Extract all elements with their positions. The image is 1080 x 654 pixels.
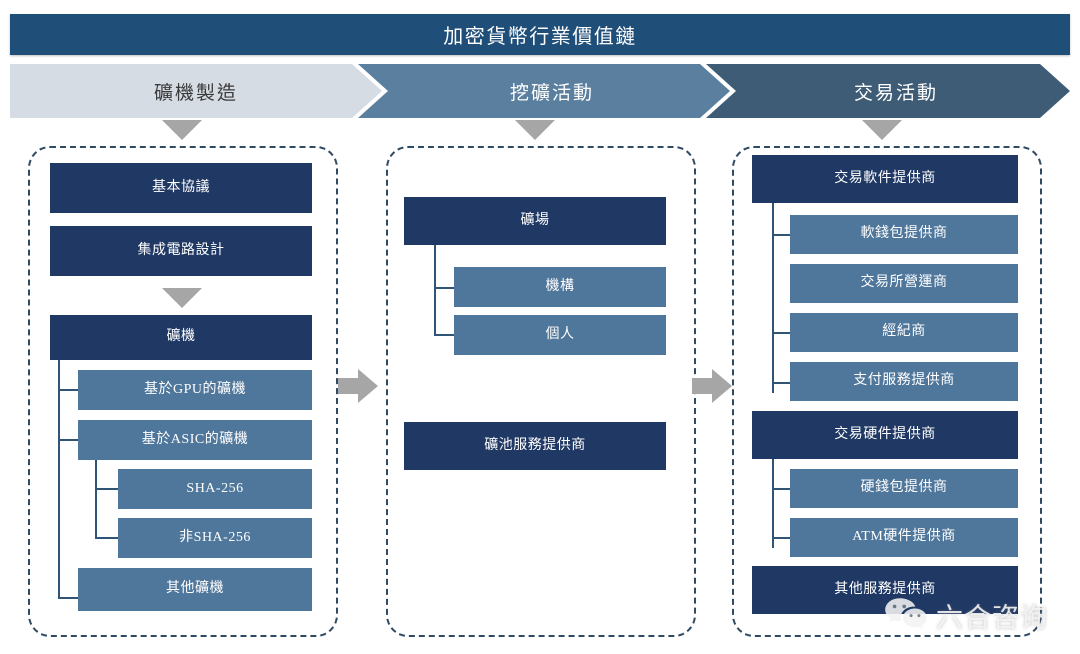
tree-branch-sha256 <box>95 488 118 490</box>
node-hard-wallet-provider[interactable]: 硬錢包提供商 <box>790 469 1018 508</box>
node-label: 交易硬件提供商 <box>834 426 936 442</box>
down-arrow-icon-trading <box>862 120 902 140</box>
flow-arrow-icon-1 <box>338 369 378 403</box>
node-other-miner[interactable]: 其他礦機 <box>78 568 312 611</box>
down-arrow-icon-manufacturing <box>162 120 202 140</box>
node-asic-miner[interactable]: 基於ASIC的礦機 <box>78 420 312 460</box>
diagram-title-bar: 加密貨幣行業價值鏈 <box>10 14 1070 55</box>
node-mining-farm[interactable]: 礦場 <box>404 197 666 245</box>
node-institution[interactable]: 機構 <box>454 267 666 307</box>
tree-branch-non-sha256 <box>95 537 118 539</box>
tree-branch-broker <box>772 332 790 334</box>
node-label: 基於GPU的礦機 <box>143 381 246 397</box>
node-label: 支付服務提供商 <box>853 373 955 389</box>
stage-label-trading: 交易活動 <box>853 82 938 104</box>
stage-banner: 礦機製造 挖礦活動 交易活動 <box>10 64 1070 118</box>
node-gpu-miner[interactable]: 基於GPU的礦機 <box>78 370 312 410</box>
node-individual[interactable]: 個人 <box>454 315 666 355</box>
node-label: 基本協議 <box>152 179 210 195</box>
node-label: 硬錢包提供商 <box>860 480 948 496</box>
tree-trunk-software <box>772 203 774 393</box>
stage-chevron-mining[interactable]: 挖礦活動 <box>358 64 730 118</box>
node-label: ATM硬件提供商 <box>852 529 956 545</box>
node-label: 軟錢包提供商 <box>860 226 948 242</box>
node-label: 礦池服務提供商 <box>484 437 586 453</box>
tree-trunk-miner <box>58 360 60 598</box>
node-basic-protocol[interactable]: 基本協議 <box>50 163 312 213</box>
tree-branch-atm <box>772 537 790 539</box>
node-label: 非SHA-256 <box>179 529 251 545</box>
node-hardware-provider[interactable]: 交易硬件提供商 <box>752 411 1018 459</box>
stage-chevron-manufacturing[interactable]: 礦機製造 <box>10 64 382 118</box>
down-arrow-icon-mining <box>515 120 555 140</box>
node-software-provider[interactable]: 交易軟件提供商 <box>752 155 1018 203</box>
node-label: 經紀商 <box>882 324 926 340</box>
node-label: 集成電路設計 <box>137 242 225 258</box>
node-label: 其他礦機 <box>166 581 224 597</box>
node-pool-provider[interactable]: 礦池服務提供商 <box>404 422 666 470</box>
tree-trunk-farm <box>434 245 436 334</box>
node-label: 機構 <box>545 278 575 294</box>
tree-branch-institution <box>434 287 454 289</box>
tree-branch-hard-wallet <box>772 488 790 490</box>
tree-branch-payment <box>772 382 790 384</box>
tree-branch-other <box>58 597 78 599</box>
node-label: 其他服務提供商 <box>834 581 936 597</box>
node-label: 基於ASIC的礦機 <box>141 431 249 447</box>
node-broker[interactable]: 經紀商 <box>790 313 1018 352</box>
stage-label-mining: 挖礦活動 <box>509 82 594 104</box>
tree-branch-individual <box>434 334 454 336</box>
stage-container-trading <box>732 146 1042 637</box>
node-label: SHA-256 <box>186 480 244 496</box>
node-label: 礦機 <box>166 329 196 345</box>
stage-label-manufacturing: 礦機製造 <box>153 82 238 104</box>
node-other-service-provider[interactable]: 其他服務提供商 <box>752 566 1018 614</box>
node-atm-hardware-provider[interactable]: ATM硬件提供商 <box>790 518 1018 557</box>
node-sha256[interactable]: SHA-256 <box>118 469 312 509</box>
node-mining-machine[interactable]: 礦機 <box>50 315 312 360</box>
node-ic-design[interactable]: 集成電路設計 <box>50 226 312 276</box>
tree-trunk-asic <box>95 460 97 539</box>
tree-trunk-hardware <box>772 459 774 548</box>
node-soft-wallet-provider[interactable]: 軟錢包提供商 <box>790 215 1018 254</box>
stage-chevron-trading[interactable]: 交易活動 <box>706 64 1070 118</box>
node-label: 交易所營運商 <box>860 275 948 291</box>
page-title: 加密貨幣行業價值鏈 <box>443 26 637 48</box>
node-exchange-operator[interactable]: 交易所營運商 <box>790 264 1018 303</box>
stage-container-manufacturing <box>28 146 338 637</box>
node-label: 礦場 <box>520 212 550 228</box>
node-label: 交易軟件提供商 <box>834 170 936 186</box>
tree-branch-gpu <box>58 389 78 391</box>
node-label: 個人 <box>545 326 575 342</box>
flow-arrow-icon-2 <box>692 369 732 403</box>
node-non-sha256[interactable]: 非SHA-256 <box>118 518 312 558</box>
tree-branch-asic <box>58 439 78 441</box>
node-payment-provider[interactable]: 支付服務提供商 <box>790 362 1018 401</box>
tree-branch-soft-wallet <box>772 234 790 236</box>
